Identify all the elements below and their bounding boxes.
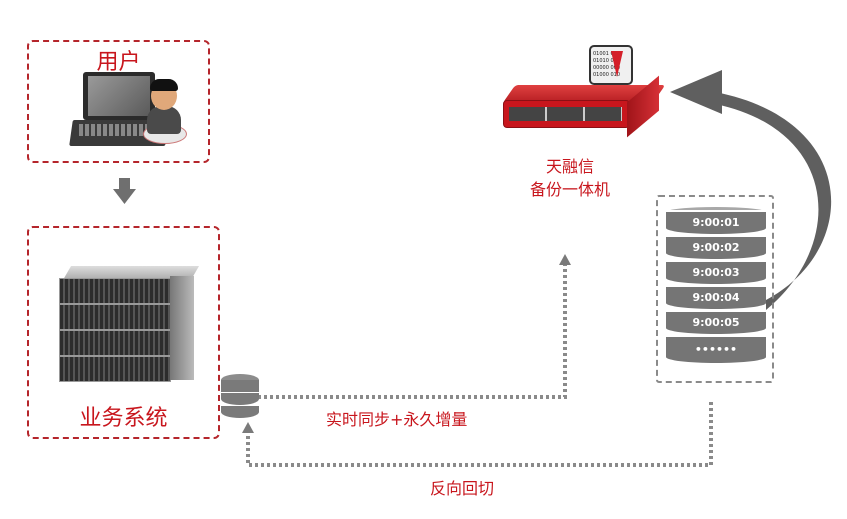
revert-flow-label: 反向回切 — [430, 479, 495, 498]
snapshot-box: 9:00:01 9:00:02 9:00:03 9:00:04 9:00:05 … — [656, 195, 774, 383]
snapshot-slice: 9:00:04 — [666, 287, 766, 309]
sync-arrowhead-icon — [559, 254, 571, 265]
revert-arrowhead-icon — [242, 422, 254, 433]
business-system-box: 业务系统 — [27, 226, 220, 439]
user-box: 用户 — [27, 40, 210, 163]
snapshot-slice: 9:00:05 — [666, 312, 766, 334]
server-rack-icon — [59, 266, 200, 386]
snapshot-stack: 9:00:01 9:00:02 9:00:03 9:00:04 9:00:05 … — [666, 207, 766, 377]
backup-device-label-line1: 天融信 — [545, 157, 594, 176]
sync-flow-line — [258, 254, 571, 399]
business-system-label: 业务系统 — [79, 406, 168, 431]
arrow-down-icon — [113, 178, 136, 204]
snapshot-slice: •••••• — [666, 337, 766, 363]
snapshot-slice: 9:00:03 — [666, 262, 766, 284]
backup-device-label-line2: 备份一体机 — [529, 180, 610, 199]
user-label: 用户 — [96, 50, 141, 75]
snapshot-slice: 9:00:02 — [666, 237, 766, 259]
curved-arrow-icon — [670, 70, 832, 310]
laptop-user-icon — [69, 72, 187, 157]
snapshot-slice: 9:00:01 — [666, 212, 766, 234]
sync-flow-label: 实时同步+永久增量 — [326, 410, 468, 429]
revert-flow-line — [242, 402, 713, 467]
database-icon — [221, 374, 259, 420]
